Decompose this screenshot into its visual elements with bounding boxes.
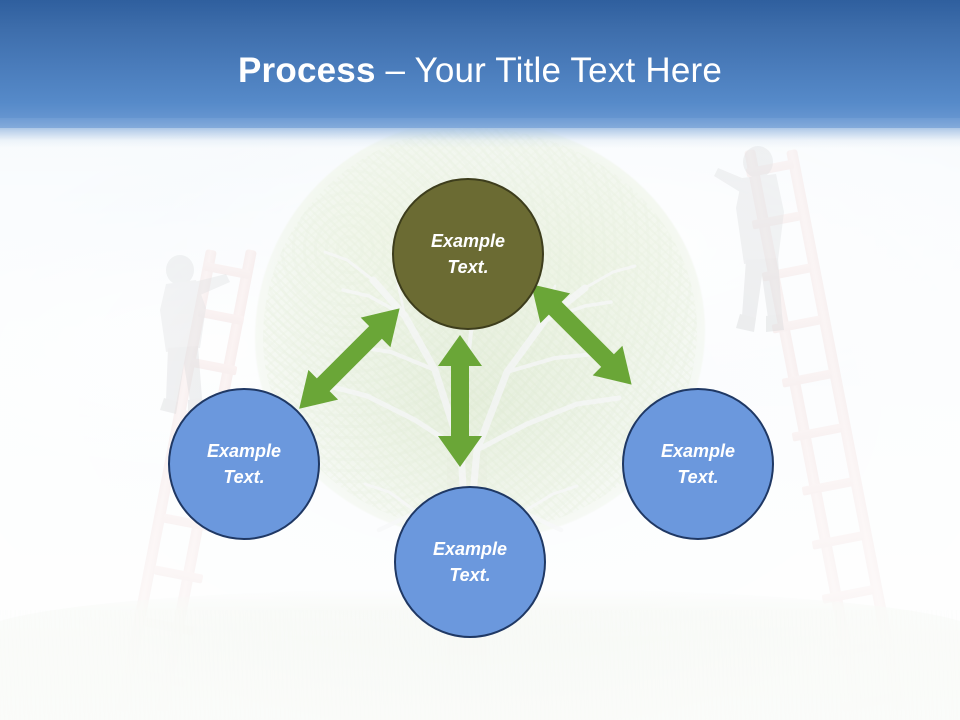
node-right-line2: Text.: [677, 467, 719, 487]
page-title-light: Your Title Text Here: [414, 51, 722, 90]
node-bottom[interactable]: Example Text.: [394, 486, 546, 638]
node-top[interactable]: Example Text.: [392, 178, 544, 330]
title-banner: [0, 0, 960, 128]
node-left[interactable]: Example Text.: [168, 388, 320, 540]
node-left-line2: Text.: [223, 467, 265, 487]
connector-right-to-top-arrow: [531, 284, 632, 385]
node-bottom-line2: Text.: [449, 565, 491, 585]
node-bottom-line1: Example: [432, 539, 508, 559]
page-title-separator: –: [375, 51, 415, 90]
page-title-bold: Process: [238, 51, 376, 90]
node-top-line1: Example: [430, 231, 506, 251]
page-title: Process – Your Title Text Here: [0, 50, 960, 92]
node-right-line1: Example: [660, 441, 736, 461]
node-right[interactable]: Example Text.: [622, 388, 774, 540]
node-left-line1: Example: [206, 441, 282, 461]
node-top-line2: Text.: [447, 257, 489, 277]
connector-top-to-bottom-arrow: [438, 335, 482, 467]
connector-left-to-top-arrow: [299, 308, 400, 409]
title-banner-fade: [0, 118, 960, 148]
